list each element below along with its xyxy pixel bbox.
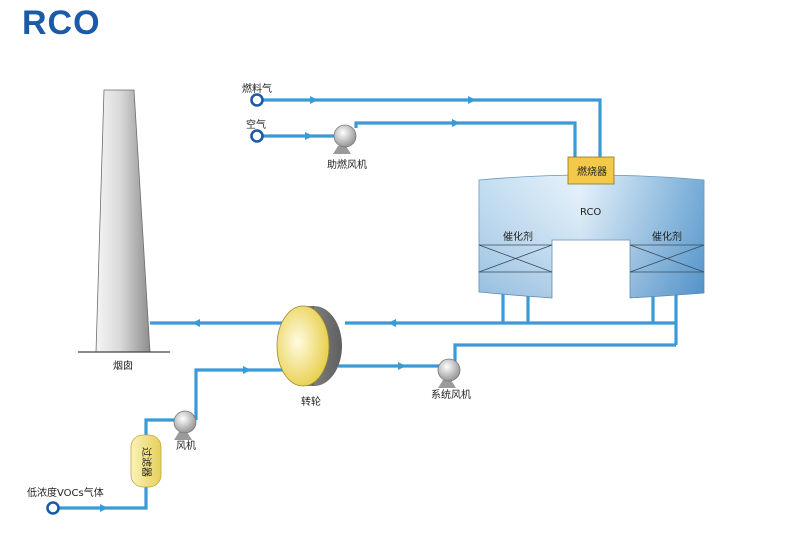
system-fan-label: 系统风机 xyxy=(431,388,471,401)
fan-icon xyxy=(173,410,197,440)
combustion-fan-icon xyxy=(333,124,357,154)
fuel-gas-label: 燃料气 xyxy=(242,82,272,95)
arrow-fuel-2 xyxy=(468,96,476,104)
combustion-air-pipe xyxy=(354,121,577,157)
chimney-label: 烟囱 xyxy=(113,359,133,372)
catalyst-right-label: 催化剂 xyxy=(652,230,682,243)
arrow-air xyxy=(305,132,313,140)
arrow-desorb xyxy=(398,362,406,370)
arrow-air-2 xyxy=(452,119,460,127)
fan-label: 风机 xyxy=(176,439,196,452)
fuel-gas-valve-icon xyxy=(250,93,264,107)
air-valve-icon xyxy=(250,129,264,143)
catalyst-bed-left xyxy=(478,244,553,273)
fuel-gas-pipe xyxy=(262,98,602,157)
arrow-exhaust xyxy=(192,319,200,327)
fan-to-rotor-pipe xyxy=(194,368,288,420)
burner-label: 燃烧器 xyxy=(577,165,607,178)
return-loop-pipe xyxy=(453,343,676,366)
inlet-pipe xyxy=(58,486,148,510)
inlet-valve-icon xyxy=(46,501,60,515)
rotor-label: 转轮 xyxy=(301,395,321,408)
filter-to-fan-pipe xyxy=(144,418,176,440)
rco-label: RCO xyxy=(580,207,601,218)
arrow-adsorb xyxy=(243,366,251,374)
air-label: 空气 xyxy=(246,118,266,131)
arrow-treated xyxy=(388,319,396,327)
rco-reactor xyxy=(478,174,705,299)
arrow-fuel xyxy=(310,96,318,104)
arrow-inlet xyxy=(100,504,108,512)
filter-label: 过滤器 xyxy=(140,447,153,477)
catalyst-bed-right xyxy=(629,244,705,273)
chimney xyxy=(78,89,170,353)
catalyst-left-label: 催化剂 xyxy=(503,230,533,243)
flow-arrows xyxy=(100,96,476,512)
system-fan-icon xyxy=(437,358,461,388)
page-title: RCO xyxy=(22,4,101,42)
filter-unit xyxy=(130,434,162,488)
burner xyxy=(567,156,615,185)
pipe-network xyxy=(58,98,678,510)
combustion-fan-label: 助燃风机 xyxy=(327,158,367,171)
inlet-label: 低浓度VOCs气体 xyxy=(27,486,104,499)
rotor-wheel xyxy=(276,305,342,387)
